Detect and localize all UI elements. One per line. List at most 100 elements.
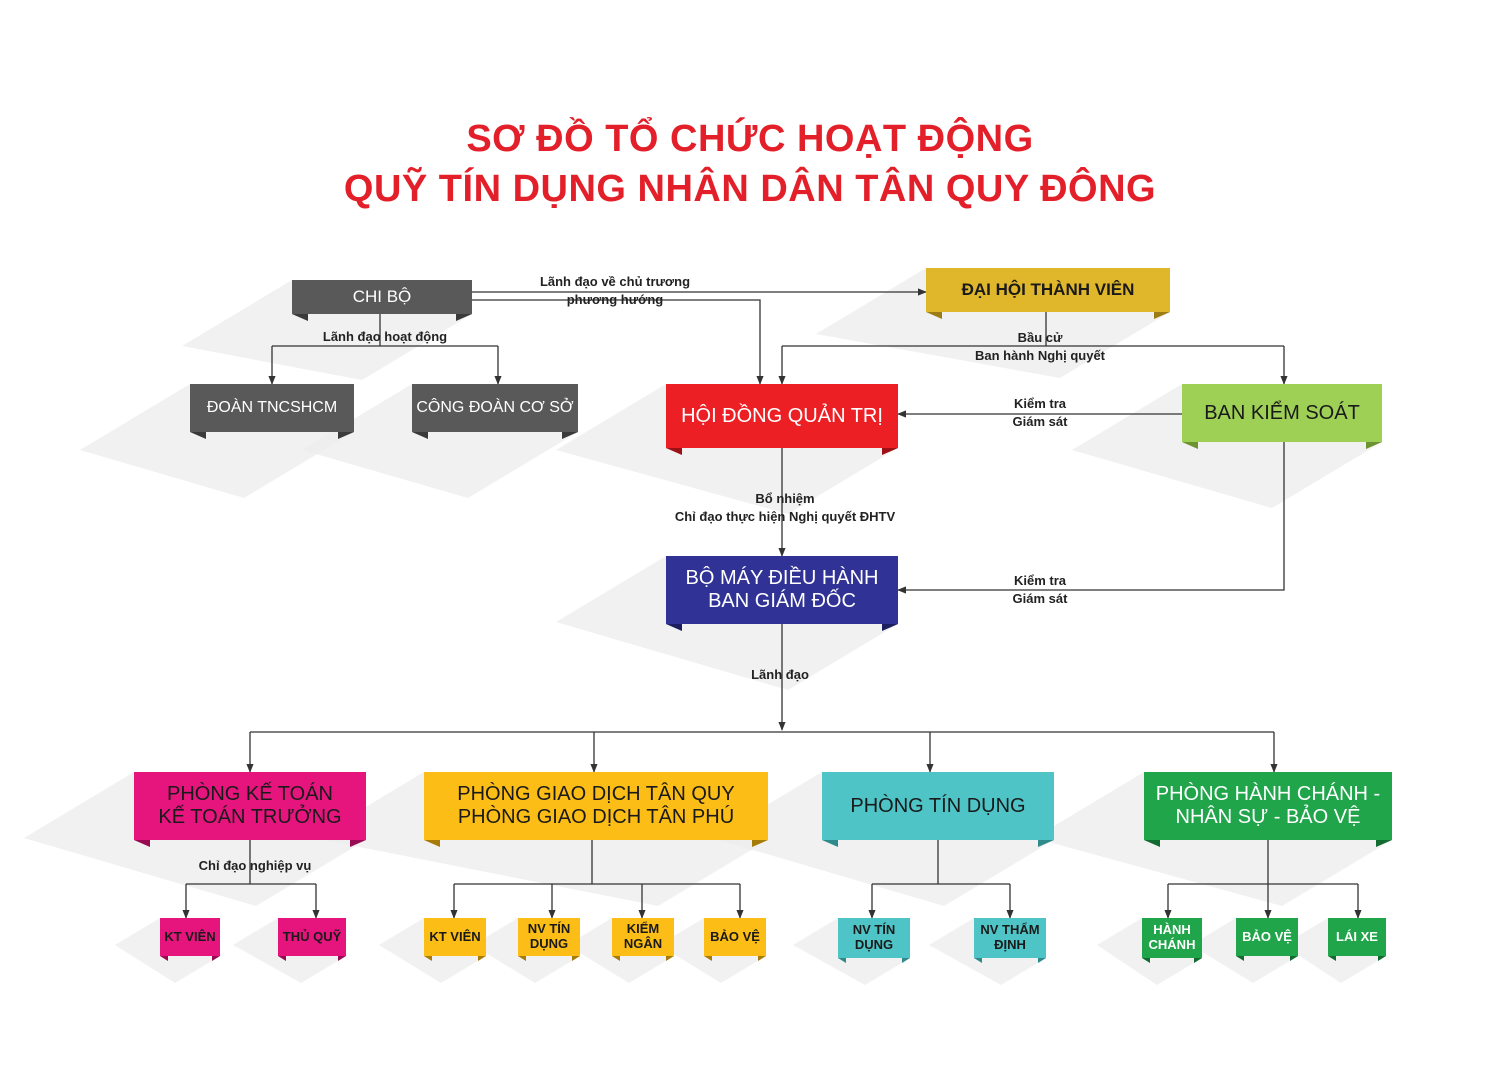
node-cong-doan-label: CÔNG ĐOÀN CƠ SỞ [416, 398, 574, 416]
node-cong-doan-co-so: CÔNG ĐOÀN CƠ SỞ [412, 384, 578, 432]
box-fold-right [758, 956, 766, 961]
label-chi-dao-nghiep-vu: Chỉ đạo nghiệp vụ [198, 858, 312, 873]
node-giao-dich-line-2: PHÒNG GIAO DỊCH TÂN PHÚ [457, 806, 735, 828]
node-lai-xe: LÁI XE [1328, 918, 1386, 956]
box-fold-right [1194, 958, 1202, 963]
label-bau-cu-line-1: Bầu cử [1017, 330, 1063, 345]
box-fold-right [456, 314, 472, 321]
node-hoi-dong-quan-tri: HỘI ĐỒNG QUẢN TRỊ [666, 384, 898, 448]
box-fold-left [518, 956, 526, 961]
box-fold-right [562, 432, 578, 439]
box-fold-left [278, 956, 286, 961]
box-fold-right [338, 432, 354, 439]
box-fold-right [212, 956, 220, 961]
node-bao-ve-2-label: BẢO VỆ [1242, 928, 1292, 944]
box-fold-left [292, 314, 308, 321]
node-hanh-chanh-line-1: PHÒNG HÀNH CHÁNH - [1155, 783, 1381, 805]
label-lanh-dao-chu-truong-line-1: Lãnh đạo về chủ trương [539, 274, 691, 289]
node-nv-tin-dung-1-line-2: DỤNG [529, 936, 569, 951]
label-kiem-tra-bo-may: Kiểm tra Giám sát [990, 572, 1090, 608]
box-shadow [816, 268, 1170, 378]
node-chi-bo: CHI BỘ [292, 280, 472, 314]
node-giao-dich-line-1: PHÒNG GIAO DỊCH TÂN QUY [457, 783, 735, 805]
chart-title-line-1: SƠ ĐỒ TỔ CHỨC HOẠT ĐỘNG [466, 118, 1034, 160]
node-dai-hoi-label: ĐẠI HỘI THÀNH VIÊN [961, 280, 1135, 300]
node-dai-hoi-thanh-vien: ĐẠI HỘI THÀNH VIÊN [926, 268, 1170, 312]
box-fold-right [1154, 312, 1170, 319]
node-bks-label: BAN KIỂM SOÁT [1204, 401, 1360, 424]
node-ke-toan-line-1: PHÒNG KẾ TOÁN [167, 783, 333, 805]
node-ban-kiem-soat: BAN KIỂM SOÁT [1182, 384, 1382, 442]
node-lai-xe-label: LÁI XE [1336, 928, 1378, 944]
box-fold-left [424, 956, 432, 961]
box-fold-left [666, 448, 682, 455]
label-bo-nhiem: Bổ nhiệm Chỉ đạo thực hiện Nghị quyết ĐH… [640, 490, 930, 526]
box-fold-right [572, 956, 580, 961]
box-fold-right [1378, 956, 1386, 961]
box-shadow [1072, 384, 1382, 508]
node-doan-label: ĐOÀN TNCSHCM [206, 398, 338, 416]
box-fold-left [1182, 442, 1198, 449]
node-kt-vien-1-label: KT VIÊN [164, 928, 216, 944]
label-kiem-tra-hdqt: Kiểm tra Giám sát [990, 395, 1090, 431]
box-fold-left [926, 312, 942, 319]
box-fold-right [1038, 840, 1054, 847]
box-fold-left [1144, 840, 1160, 847]
node-bao-ve-giao-dich: BẢO VỆ [704, 918, 766, 956]
node-hanh-chanh-line-2: NHÂN SỰ - BẢO VỆ [1175, 806, 1361, 828]
node-kt-vien-giao-dich: KT VIÊN [424, 918, 486, 956]
box-fold-right [882, 448, 898, 455]
box-fold-left [424, 840, 440, 847]
node-thu-quy: THỦ QUỸ [278, 918, 346, 956]
connector-lines [182, 288, 1362, 919]
box-fold-left [412, 432, 428, 439]
label-bo-nhiem-line-2: Chỉ đạo thực hiện Nghị quyết ĐHTV [674, 509, 896, 524]
connector-chi-bo-to-hdqt [472, 299, 764, 385]
node-hanh-chanh-leaf-line-2: CHÁNH [1148, 937, 1196, 952]
node-bo-may-line-2: BAN GIÁM ĐỐC [708, 590, 856, 612]
label-lanh-dao-hoat-dong: Lãnh đạo hoạt động [322, 329, 448, 344]
label-kiem-tra-hdqt-line-2: Giám sát [1012, 414, 1068, 429]
box-fold-right [350, 840, 366, 847]
node-nv-tham-dinh-line-1: NV THẨM [980, 922, 1040, 938]
node-bao-ve-hanh-chanh: BẢO VỆ [1236, 918, 1298, 956]
label-bau-cu-line-2: Ban hành Nghị quyết [975, 348, 1105, 363]
node-phong-hanh-chanh: PHÒNG HÀNH CHÁNH -NHÂN SỰ - BẢO VỆ [1144, 772, 1392, 840]
label-lanh-dao: Lãnh đạo [751, 667, 809, 682]
box-fold-left [612, 956, 620, 961]
node-hanh-chanh-leaf-line-1: HÀNH [1153, 922, 1191, 938]
box-folds [134, 312, 1392, 963]
box-fold-left [134, 840, 150, 847]
box-fold-right [478, 956, 486, 961]
label-kiem-tra-bo-may-line-1: Kiểm tra [1013, 573, 1067, 588]
box-fold-right [902, 958, 910, 963]
box-shadow [556, 384, 898, 514]
node-nv-tin-dung-2-line-1: NV TÍN [852, 922, 896, 938]
box-fold-right [1038, 958, 1046, 963]
box-fold-left [704, 956, 712, 961]
node-kiem-ngan-line-2: NGÂN [623, 936, 663, 951]
box-fold-left [1236, 956, 1244, 961]
label-lanh-dao-chu-truong-line-2: phương hướng [566, 292, 664, 307]
node-phong-tin-dung: PHÒNG TÍN DỤNG [822, 772, 1054, 840]
node-doan-tncshcm: ĐOÀN TNCSHCM [190, 384, 354, 432]
box-fold-right [1290, 956, 1298, 961]
node-bo-may-line-1: BỘ MÁY ĐIỀU HÀNH [685, 567, 879, 589]
label-bau-cu: Bầu cử Ban hành Nghị quyết [950, 329, 1130, 365]
box-shadows [24, 268, 1392, 985]
node-kt-vien-2-label: KT VIÊN [429, 928, 481, 944]
node-nv-tham-dinh-line-2: ĐỊNH [994, 937, 1026, 952]
box-fold-right [1366, 442, 1382, 449]
node-nv-tin-dung-2-line-2: DỤNG [854, 937, 894, 952]
box-fold-left [190, 432, 206, 439]
box-fold-left [1142, 958, 1150, 963]
box-fold-left [1328, 956, 1336, 961]
box-fold-left [666, 624, 682, 631]
